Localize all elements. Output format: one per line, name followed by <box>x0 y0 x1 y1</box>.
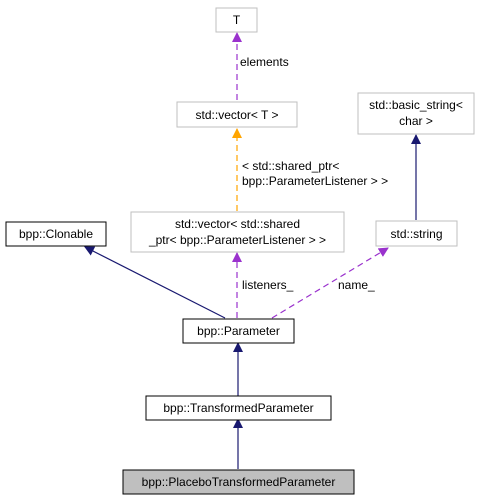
node-placebo-transformed-parameter[interactable]: bpp::PlaceboTransformedParameter <box>122 469 355 495</box>
node-clonable-label: bpp::Clonable <box>19 227 93 241</box>
node-vector-listener[interactable]: std::vector< std::shared _ptr< bpp::Para… <box>130 211 345 253</box>
edge-label-template-line2: bpp::ParameterListener > > <box>242 174 388 188</box>
node-vector-t[interactable]: std::vector< T > <box>176 101 298 128</box>
edge-label-elements: elements <box>240 55 289 69</box>
node-basic-string-label-line2: char > <box>399 114 433 128</box>
node-vector-listener-label-line2: _ptr< bpp::ParameterListener > > <box>148 233 326 247</box>
node-basic-string[interactable]: std::basic_string< char > <box>357 92 475 135</box>
node-vector-listener-label-line1: std::vector< std::shared <box>175 217 300 231</box>
node-vector-t-label: std::vector< T > <box>196 108 279 122</box>
node-basic-string-label-line1: std::basic_string< <box>369 98 463 112</box>
edge-name <box>271 247 389 319</box>
node-parameter-label: bpp::Parameter <box>197 324 280 338</box>
edge-label-listeners: listeners_ <box>242 278 294 292</box>
node-string-label: std::string <box>390 227 442 241</box>
node-clonable[interactable]: bpp::Clonable <box>5 221 107 247</box>
node-t-label: T <box>233 13 241 27</box>
node-transformed-parameter-label: bpp::TransformedParameter <box>163 401 313 415</box>
edge-label-template-line1: < std::shared_ptr< <box>242 159 339 173</box>
node-parameter[interactable]: bpp::Parameter <box>182 318 295 344</box>
node-t[interactable]: T <box>215 7 258 33</box>
edge-parameter-inherits-clonable <box>84 246 226 319</box>
node-string[interactable]: std::string <box>375 220 458 247</box>
edge-label-name: name_ <box>338 278 375 292</box>
node-transformed-parameter[interactable]: bpp::TransformedParameter <box>145 395 332 421</box>
node-placebo-transformed-parameter-label: bpp::PlaceboTransformedParameter <box>142 475 336 489</box>
